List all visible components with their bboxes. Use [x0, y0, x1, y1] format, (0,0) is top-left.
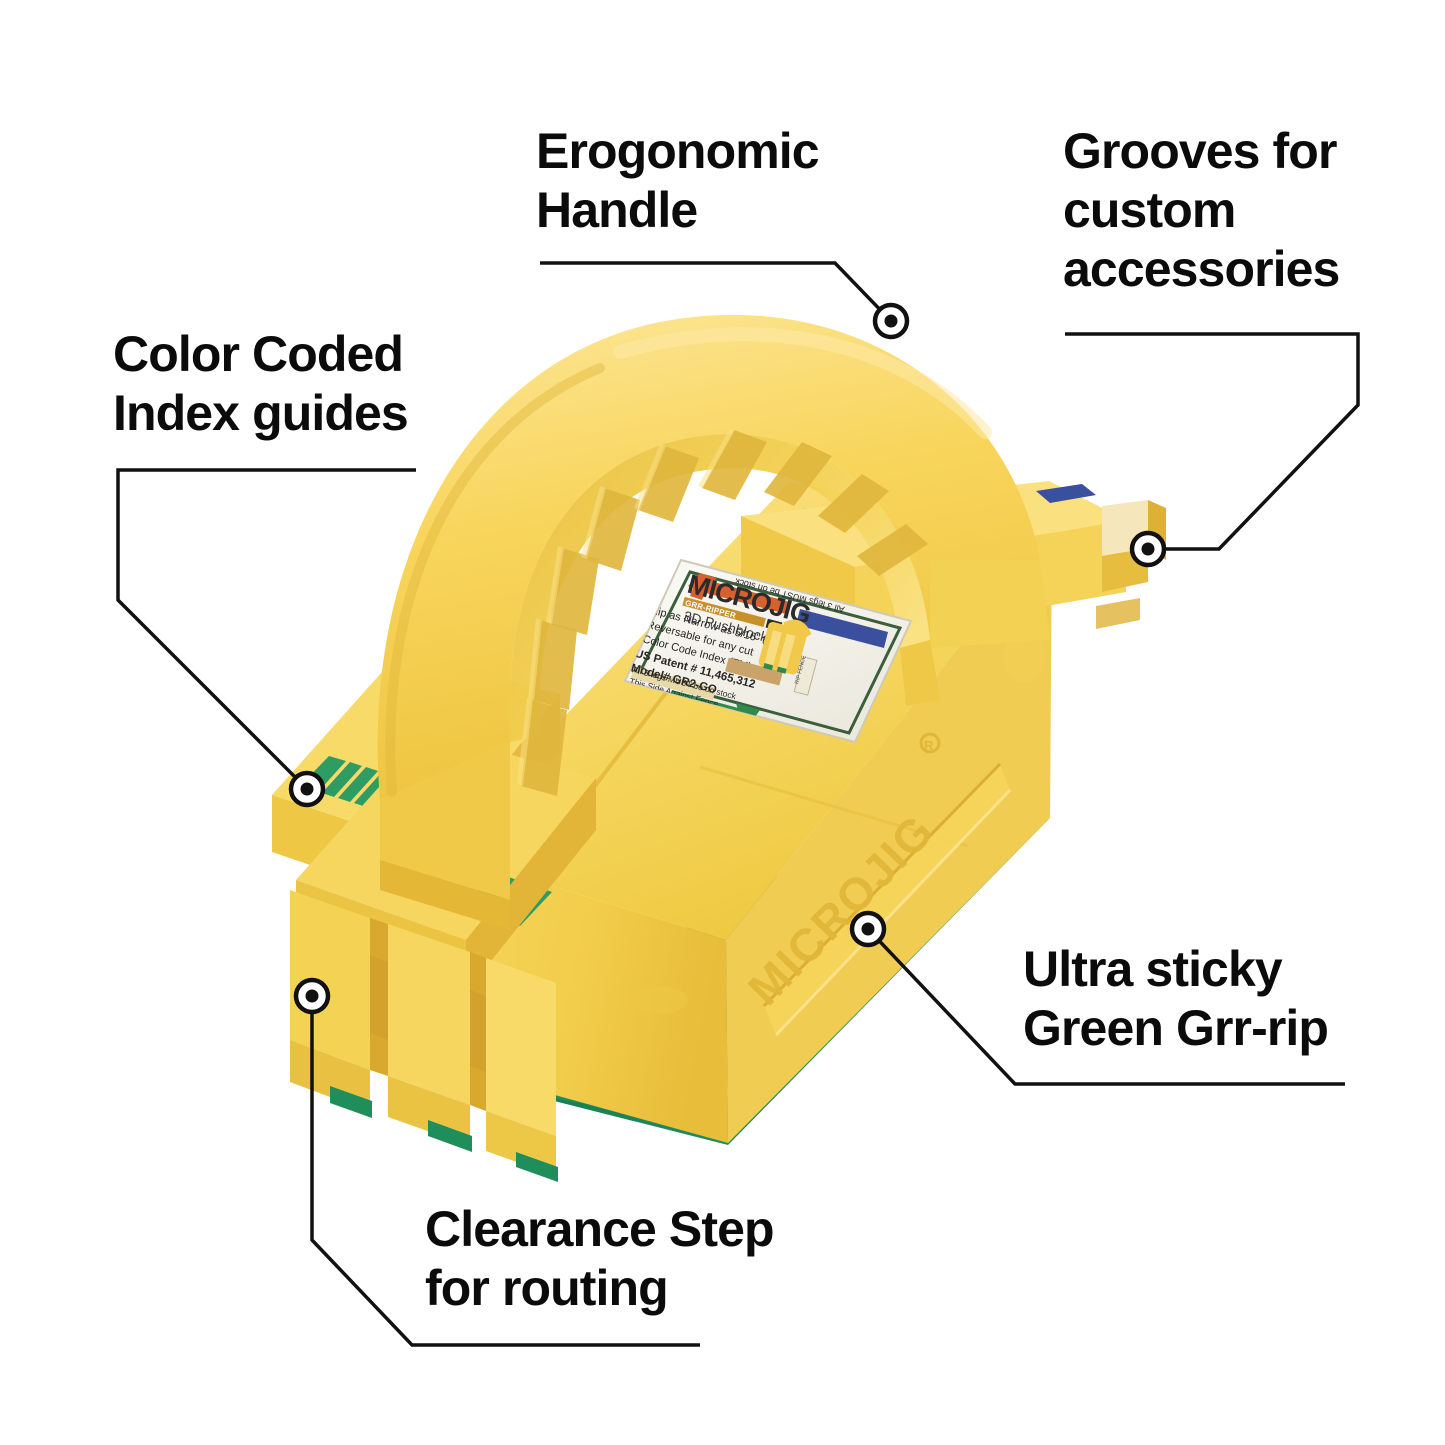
label-blue-bar — [796, 609, 888, 648]
anchor-ergonomic-handle — [872, 302, 910, 340]
callout-label-color-coded-index-guides: Color Coded Index guides — [113, 326, 409, 441]
ergonomic-handle — [377, 314, 1050, 930]
clearance-step-legs — [290, 890, 558, 1182]
callout-label-ultra-sticky-green-grr-rip: Ultra sticky Green Grr-rip — [1023, 941, 1329, 1056]
leader-ergonomic-handle — [540, 261, 893, 323]
label-diagram: RIP FENCE — [725, 619, 818, 696]
leader-ultra-sticky — [866, 927, 1345, 1086]
callout-anchor-markers — [288, 302, 1167, 1015]
svg-text:R: R — [924, 738, 934, 753]
leader-grooves — [1065, 332, 1360, 551]
anchor-clearance-step — [293, 977, 331, 1015]
leader-clearance-step — [310, 996, 700, 1347]
callout-label-ergonomic-handle: Erogonomic Handle — [536, 123, 820, 238]
handle-post — [900, 430, 980, 560]
anchor-color-coded — [288, 770, 326, 808]
label-arrow-orange — [688, 573, 790, 614]
callout-label-grooves-custom-accessories: Grooves for custom accessories — [1063, 123, 1340, 297]
anchor-ultra-sticky — [849, 910, 887, 948]
leader-color-coded — [116, 468, 416, 791]
anchor-grooves — [1129, 530, 1167, 568]
index-stripe-blue — [1036, 484, 1096, 503]
callout-label-clearance-step-for-routing: Clearance Step for routing — [425, 1201, 775, 1316]
callout-leader-lines — [116, 261, 1360, 1347]
